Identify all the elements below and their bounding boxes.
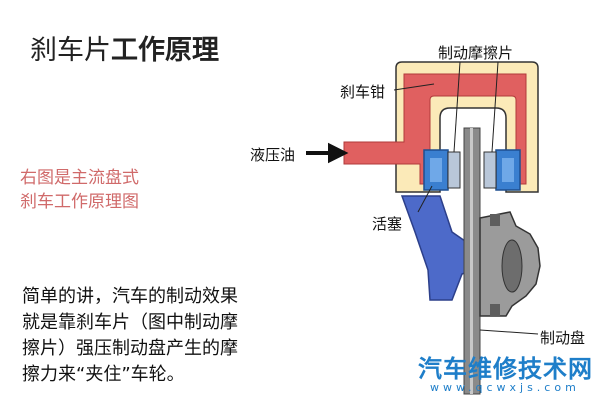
hub-center	[501, 239, 523, 293]
title-plain: 刹车片	[30, 35, 111, 66]
description-text: 简单的讲，汽车的制动效果 就是靠刹车片（图中制动摩 擦片）强压制动盘产生的摩 擦…	[22, 284, 238, 388]
description-line-4: 擦力来“夹住”车轮。	[22, 364, 185, 385]
diagram-caption: 右图是主流盘式 刹车工作原理图	[20, 166, 139, 214]
leader-caliper	[393, 83, 435, 91]
caliper-bracket	[400, 195, 479, 301]
watermark-url: www.qcwxjs.com	[430, 381, 580, 394]
brake-disc-highlight	[470, 128, 473, 394]
leader-pad-left	[453, 61, 461, 153]
hub-bolt-top	[490, 214, 500, 226]
piston-right	[495, 149, 521, 191]
description-line-1: 简单的讲，汽车的制动效果	[22, 286, 238, 307]
piston-left-inner	[430, 158, 442, 182]
label-piston: 活塞	[372, 215, 403, 233]
brake-pad-left	[447, 151, 461, 189]
caption-line-1: 右图是主流盘式	[20, 168, 139, 188]
title-bold: 工作原理	[111, 35, 219, 66]
caption-line-2: 刹车工作原理图	[20, 192, 139, 212]
description-line-2: 就是靠刹车片（图中制动摩	[22, 312, 238, 333]
brake-pad-right	[483, 151, 497, 189]
label-brake-disc: 制动盘	[540, 329, 586, 347]
label-hydraulic-oil: 液压油	[250, 146, 296, 164]
leader-disc	[479, 329, 539, 335]
description-line-3: 擦片）强压制动盘产生的摩	[22, 338, 238, 359]
leader-piston	[417, 185, 433, 213]
watermark-logo: 汽车维修技术网	[418, 355, 593, 383]
hub-bolt-bottom	[490, 304, 500, 316]
leader-pad-right	[491, 61, 499, 153]
piston-right-inner	[502, 158, 514, 182]
hydraulic-arrow	[306, 142, 349, 164]
page-title: 刹车片工作原理	[30, 28, 219, 67]
label-caliper: 刹车钳	[340, 83, 386, 101]
label-brake-pad: 制动摩擦片	[438, 44, 514, 62]
